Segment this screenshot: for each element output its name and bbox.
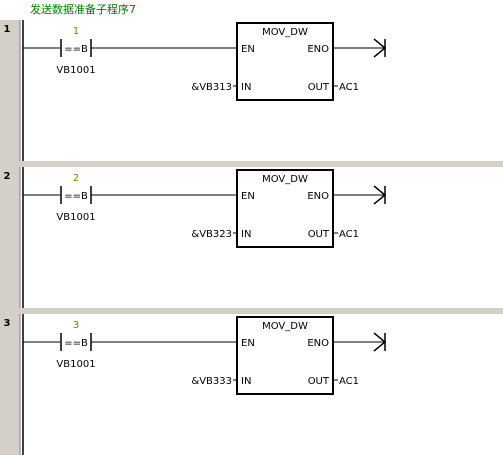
mov-dw-box[interactable]	[236, 169, 334, 248]
eno-pin-label: ENO	[307, 191, 329, 202]
in-operand: &VB323	[191, 229, 232, 240]
network-separator	[0, 308, 503, 314]
network-gutter	[0, 20, 20, 161]
compare-operator: ==B	[64, 44, 88, 55]
out-operand: AC1	[339, 82, 359, 93]
out-pin-label: OUT	[308, 82, 330, 93]
eno-pin-label: ENO	[307, 338, 329, 349]
contact-operand: VB1001	[56, 359, 95, 370]
in-operand: &VB313	[191, 82, 232, 93]
en-pin-label: EN	[241, 191, 255, 202]
out-operand: AC1	[339, 376, 359, 387]
box-name: MOV_DW	[262, 321, 308, 332]
out-pin-label: OUT	[308, 376, 330, 387]
output-arrow-icon	[373, 185, 387, 205]
compare-value: 1	[73, 26, 79, 37]
output-arrow-icon	[373, 332, 387, 352]
contact-operand: VB1001	[56, 65, 95, 76]
title-bar	[0, 0, 503, 20]
eno-pin-label: ENO	[307, 44, 329, 55]
output-arrow-icon	[373, 38, 387, 58]
in-pin-label: IN	[241, 376, 251, 387]
network-3[interactable]: 3 3 ==B VB1001 MOV_DW EN ENO IN OUT&VB333 AC1	[0, 314, 503, 455]
network-2[interactable]: 2 2 ==B VB1001 MOV_DW EN ENO IN OUT&VB323 AC1	[0, 167, 503, 314]
network-gutter	[0, 314, 20, 455]
compare-operator: ==B	[64, 338, 88, 349]
network-1[interactable]: 1 1 ==B VB1001 MOV_DW EN ENO IN OUT&VB313 AC1	[0, 20, 503, 167]
contact-operand: VB1001	[56, 212, 95, 223]
en-pin-label: EN	[241, 44, 255, 55]
in-pin-label: IN	[241, 229, 251, 240]
box-name: MOV_DW	[262, 174, 308, 185]
network-number: 2	[4, 171, 11, 182]
in-pin-label: IN	[241, 82, 251, 93]
in-operand: &VB333	[191, 376, 232, 387]
en-pin-label: EN	[241, 338, 255, 349]
box-name: MOV_DW	[262, 27, 308, 38]
compare-value: 2	[73, 173, 79, 184]
network-number: 1	[4, 24, 11, 35]
page-title: 发送数据准备子程序7	[30, 2, 136, 16]
network-gutter	[0, 167, 20, 308]
compare-operator: ==B	[64, 191, 88, 202]
mov-dw-box[interactable]	[236, 316, 334, 395]
compare-value: 3	[73, 320, 79, 331]
out-operand: AC1	[339, 229, 359, 240]
network-number: 3	[4, 318, 11, 329]
out-pin-label: OUT	[308, 229, 330, 240]
mov-dw-box[interactable]	[236, 22, 334, 101]
network-separator	[0, 161, 503, 167]
